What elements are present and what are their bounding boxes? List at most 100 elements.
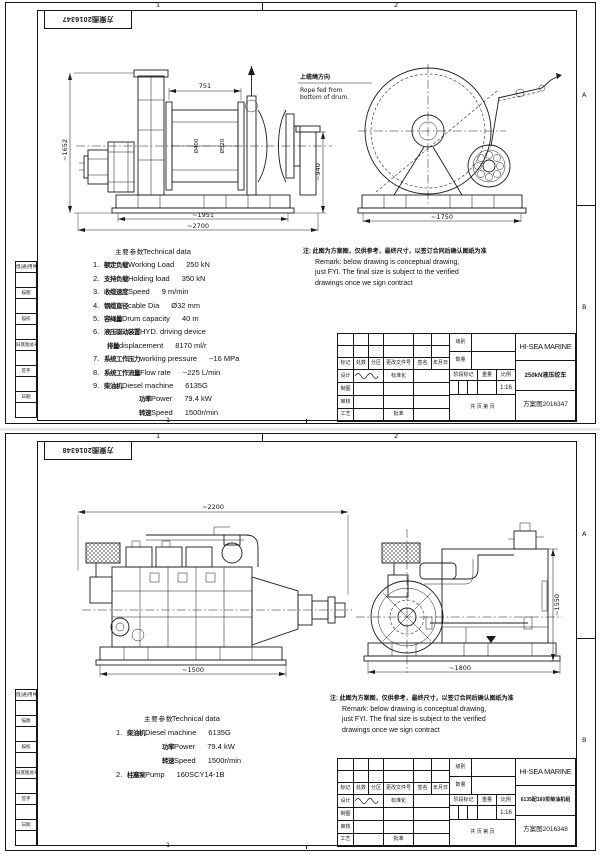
svg-text:751: 751 [199, 82, 211, 90]
zone-letter: B [582, 736, 587, 744]
zone-number: 2 [394, 432, 399, 440]
svg-text:Ø520: Ø520 [219, 138, 226, 153]
tb-label: 审核 [338, 396, 354, 409]
svg-text:Rope fed from: Rope fed from [300, 87, 343, 94]
turbocharger [146, 526, 259, 567]
svg-text:~1800: ~1800 [449, 664, 471, 672]
tb-label: 标记 [338, 358, 354, 370]
zone-tick [306, 419, 307, 423]
product-title: 6135配160泵柴油机组 [516, 786, 576, 816]
svg-text:~1750: ~1750 [431, 213, 453, 221]
brake-lever [490, 73, 562, 147]
winch-drawing: 751 ~1652 ~940 ~1951 ~2700 Ø400 Ø520 [61, 64, 562, 232]
technical-data: 主 要 参 数Technical data 1.额定负载Working Load… [93, 246, 239, 420]
product-title: 250kN液压绞车 [516, 361, 576, 391]
scale-value: 1:16 [497, 381, 516, 395]
signature-scribble [354, 798, 379, 804]
tb-label: 阶段标记 [450, 370, 478, 381]
zone-letter: B [582, 303, 587, 311]
zone-number: 1 [166, 416, 171, 424]
tb-label: 工艺 [338, 834, 354, 846]
tb-label: 分区 [369, 358, 384, 370]
tech-item: 7.系统工作压力working pressure~16 MPa [93, 354, 240, 364]
brake-handwheel [245, 66, 258, 196]
tb-label: 处数 [354, 358, 369, 370]
valve-covers [125, 540, 213, 568]
tb-label: 年月日 [432, 358, 450, 370]
engine-side-view: ~2200 ~1500 [77, 503, 352, 677]
warping-head [257, 109, 301, 183]
svg-text:上缆绳方向: 上缆绳方向 [300, 73, 330, 81]
tb-label: 级别 [450, 334, 472, 352]
svg-text:~1500: ~1500 [182, 666, 204, 674]
tb-label: 标准化 [384, 795, 414, 808]
tb-label: 制图 [338, 808, 354, 821]
tb-label: 处数 [354, 783, 369, 795]
tb-label: 年月日 [432, 783, 450, 795]
tb-pages: 共 页 第 页 [450, 395, 516, 421]
tb-label: 签名 [414, 783, 432, 795]
tb-label: 设计 [338, 795, 354, 808]
drawing-frame [37, 441, 577, 846]
zone-tick [576, 205, 595, 206]
technical-data: 主 要 参 数Technical data 1.柴油机Diesel machin… [116, 712, 241, 782]
engine-base [95, 646, 287, 666]
dimensions-engine: ~2200 ~1500 [77, 503, 349, 677]
svg-text:~1550: ~1550 [553, 594, 561, 616]
binding-margin-table: 借(通)用件登记 描图 描校 旧底图总号 签字 日期 [15, 261, 37, 418]
rope-direction-note: 上缆绳方向 Rope fed from bottom of drum. [298, 73, 372, 101]
hydraulic-tank [441, 522, 549, 644]
engine-block [110, 566, 253, 648]
tb-label: 批准 [384, 834, 414, 846]
tb-label: 阶段标记 [450, 795, 478, 806]
remark-note: 注: 此图为方案图，仅供参考，最终尺寸，以签订合同后确认图纸为准 Remark:… [303, 249, 487, 287]
tech-title: 主 要 参 数Technical data [144, 714, 220, 723]
zone-number: 1 [156, 1, 161, 9]
binding-margin-table: 借(通)用件登记 描图 描校 旧底图总号 签字 日期 [15, 689, 37, 846]
zone-number: 1 [166, 841, 171, 849]
company-name: HI-SEA MARINE [516, 759, 576, 786]
zone-number: 2 [394, 1, 399, 9]
margin-cell: 描校 [15, 313, 37, 325]
svg-text:bottom of drum.: bottom of drum. [300, 94, 349, 101]
svg-text:~2200: ~2200 [202, 503, 224, 511]
winch-base [111, 194, 295, 214]
tb-label: 比例 [497, 370, 516, 381]
tb-label: 设计 [338, 370, 354, 383]
svg-text:~2700: ~2700 [187, 222, 209, 230]
zone-tick [306, 845, 307, 849]
gear-column [133, 69, 169, 196]
tb-label: 级别 [450, 759, 472, 777]
tb-label: 更改文件号 [384, 358, 414, 370]
right-support [295, 125, 321, 196]
tb-label: 批准 [384, 409, 414, 421]
scale-value: 1:16 [497, 806, 516, 820]
sheet-diesel-unit: 1 2 1 2 A B 方案图2016348 借(通)用件登记 描图 描校 旧底… [0, 431, 600, 855]
tb-label: 更改文件号 [384, 783, 414, 795]
sheet-winch: 1 2 1 2 A B 方案图2016347 借(通)用件登记 描图 描校 旧底… [0, 0, 600, 428]
signature-scribble [354, 373, 379, 379]
zone-letter: A [582, 530, 587, 538]
tb-label: 重量 [478, 795, 497, 806]
tb-label: 数量 [450, 777, 472, 795]
tb-label: 制图 [338, 383, 354, 396]
rope-drum [165, 101, 245, 191]
tb-label: 审核 [338, 821, 354, 834]
drawing-number: 方案图2016348 [516, 816, 576, 846]
svg-text:~1951: ~1951 [192, 211, 214, 219]
air-filter [85, 542, 121, 604]
zone-letter: A [582, 91, 587, 99]
title-block: 标记处数分区更改文件号签名年月日 设计 标准化 制图 审核 工艺批准 级别 数量… [337, 758, 577, 847]
outer-border [5, 433, 596, 851]
pump-tank-end-view: ~1550 ~1800 [356, 522, 562, 674]
frame-braces [375, 89, 499, 196]
tb-label: 数量 [450, 352, 472, 370]
